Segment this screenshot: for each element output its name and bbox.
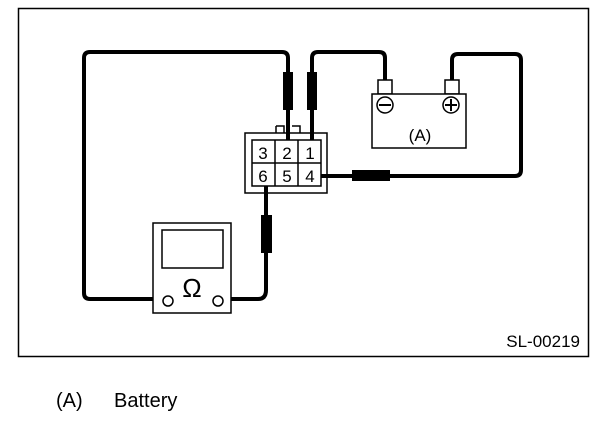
wire-pin6-to-ohmmeter [226,172,268,301]
pin-1: 1 [305,144,314,163]
legend-key: (A) [56,390,83,412]
ohm-icon: Ω [182,273,201,303]
wire-ohmmeter-to-pin2 [82,50,290,301]
ohmmeter-display [161,229,224,269]
battery-label: (A) [409,126,432,145]
probe-pin6 [261,215,272,253]
pin-5: 5 [282,167,291,186]
ohmmeter-terminal-left [162,295,174,307]
figure-id: SL-00219 [506,332,580,351]
battery-positive-icon [442,96,460,114]
diagram-frame [17,7,590,358]
battery: (A) [371,79,467,149]
connector-lock-tab [275,125,301,133]
wire-battery-positive-to-pin4 [282,52,523,178]
probe-pin1 [307,72,317,110]
pin-6: 6 [258,167,267,186]
connector: 3 2 1 6 5 4 [244,120,352,215]
wire-pin1-to-battery-negative [310,50,387,140]
pin-3: 3 [258,144,267,163]
legend-text: Battery [114,390,178,412]
ohmmeter: Ω [152,222,232,314]
battery-negative-icon [376,96,394,114]
probe-pin4 [352,170,390,181]
pin-2: 2 [282,144,291,163]
battery-positive-post [444,79,460,95]
ohmmeter-terminal-right [212,295,224,307]
battery-negative-post [377,79,393,95]
probe-pin2 [283,72,293,110]
pin-4: 4 [305,167,314,186]
legend: (A) Battery [56,390,177,413]
